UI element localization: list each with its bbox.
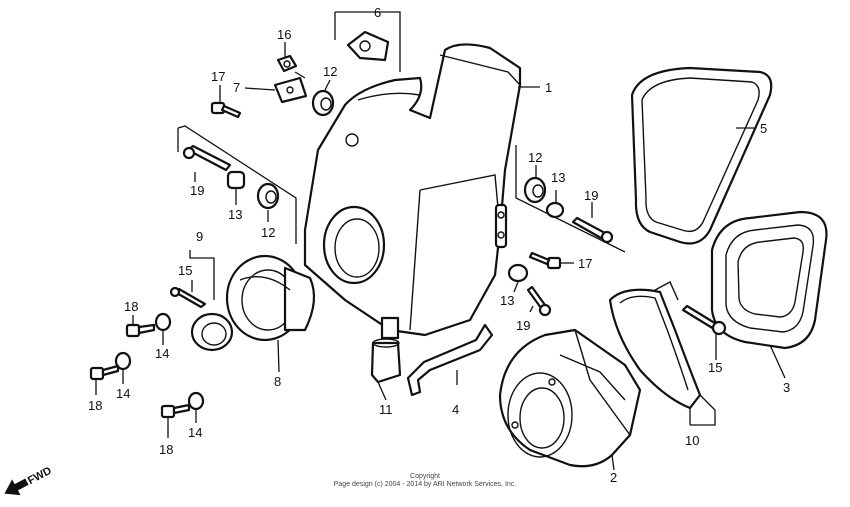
part-18-bolt-a — [125, 323, 156, 338]
label-part-14-a: 14 — [155, 346, 169, 361]
group-outline-left — [177, 125, 297, 244]
label-part-13-left: 13 — [228, 207, 242, 222]
label-part-16: 16 — [277, 27, 291, 42]
part-6-bracket — [334, 11, 401, 72]
part-18-bolt-c — [160, 403, 191, 419]
label-part-4: 4 — [452, 402, 459, 417]
label-part-8: 8 — [274, 374, 281, 389]
part-19-bolt-bottom — [526, 285, 552, 317]
part-13-collar-left — [226, 170, 246, 190]
label-part-11: 11 — [379, 402, 393, 417]
label-part-9: 9 — [196, 229, 203, 244]
label-part-1: 1 — [545, 80, 552, 95]
part-11-drain-plug — [370, 338, 402, 384]
label-part-14-b: 14 — [116, 386, 130, 401]
fwd-label: FWD — [26, 465, 54, 487]
fwd-arrow-icon — [4, 478, 29, 496]
part-18-bolt-b — [89, 364, 120, 381]
label-part-6: 6 — [374, 5, 381, 20]
part-17-bolt-right — [528, 251, 562, 270]
label-part-12-right: 12 — [528, 150, 542, 165]
label-part-15-left: 15 — [178, 263, 192, 278]
part-7-plate — [273, 76, 308, 104]
label-part-18-a: 18 — [124, 299, 138, 314]
part-1-air-cleaner-case — [303, 43, 522, 340]
part-14-washer-c — [187, 391, 205, 411]
label-part-19-left: 19 — [190, 183, 204, 198]
label-part-3: 3 — [783, 380, 790, 395]
leader-lines — [95, 42, 786, 471]
label-part-12-left: 12 — [261, 225, 275, 240]
part-4-tube — [406, 323, 494, 397]
label-part-17-right: 17 — [578, 256, 592, 271]
label-part-13-bottom: 13 — [500, 293, 514, 308]
fwd-indicator: FWD — [4, 465, 54, 496]
group-outline-right — [515, 145, 626, 253]
label-part-18-b: 18 — [88, 398, 102, 413]
label-part-12-top: 12 — [323, 64, 337, 79]
part-12-grommet-left — [256, 182, 280, 210]
label-part-13-right: 13 — [551, 170, 565, 185]
part-19-bolt-right — [571, 216, 614, 244]
label-part-19-right: 19 — [584, 188, 598, 203]
label-part-19-bottom: 19 — [516, 318, 530, 333]
part-13-collar-bottom — [507, 263, 529, 283]
part-5-filter-screen — [630, 66, 773, 245]
part-8-joint — [225, 254, 316, 342]
label-part-7: 7 — [233, 80, 240, 95]
label-part-14-c: 14 — [188, 425, 202, 440]
part-14-washer-a — [154, 312, 172, 332]
copyright-line-1: Copyright — [410, 473, 440, 480]
part-15-screw-left — [169, 286, 207, 309]
part-2-case-cover — [498, 328, 642, 468]
part-16-nut — [276, 54, 306, 79]
part-17-bolt-top — [210, 101, 242, 119]
part-12-grommet-top — [311, 89, 335, 117]
part-3-filter-element — [710, 210, 828, 350]
part-labels: 1 2 3 4 5 6 7 8 9 10 11 12 12 12 13 13 1… — [88, 5, 790, 485]
label-part-5: 5 — [760, 121, 767, 136]
label-part-17-top: 17 — [211, 69, 225, 84]
part-9-clamp — [189, 250, 234, 352]
label-part-15-right: 15 — [708, 360, 722, 375]
label-part-18-c: 18 — [159, 442, 173, 457]
part-12-grommet-right — [523, 176, 547, 204]
copyright-line-2: Page design (c) 2004 - 2014 by ARI Netwo… — [334, 481, 517, 488]
part-15-screw-right — [681, 304, 727, 336]
label-part-10: 10 — [685, 433, 699, 448]
label-part-2: 2 — [610, 470, 617, 485]
part-19-bolt-left — [182, 144, 232, 172]
